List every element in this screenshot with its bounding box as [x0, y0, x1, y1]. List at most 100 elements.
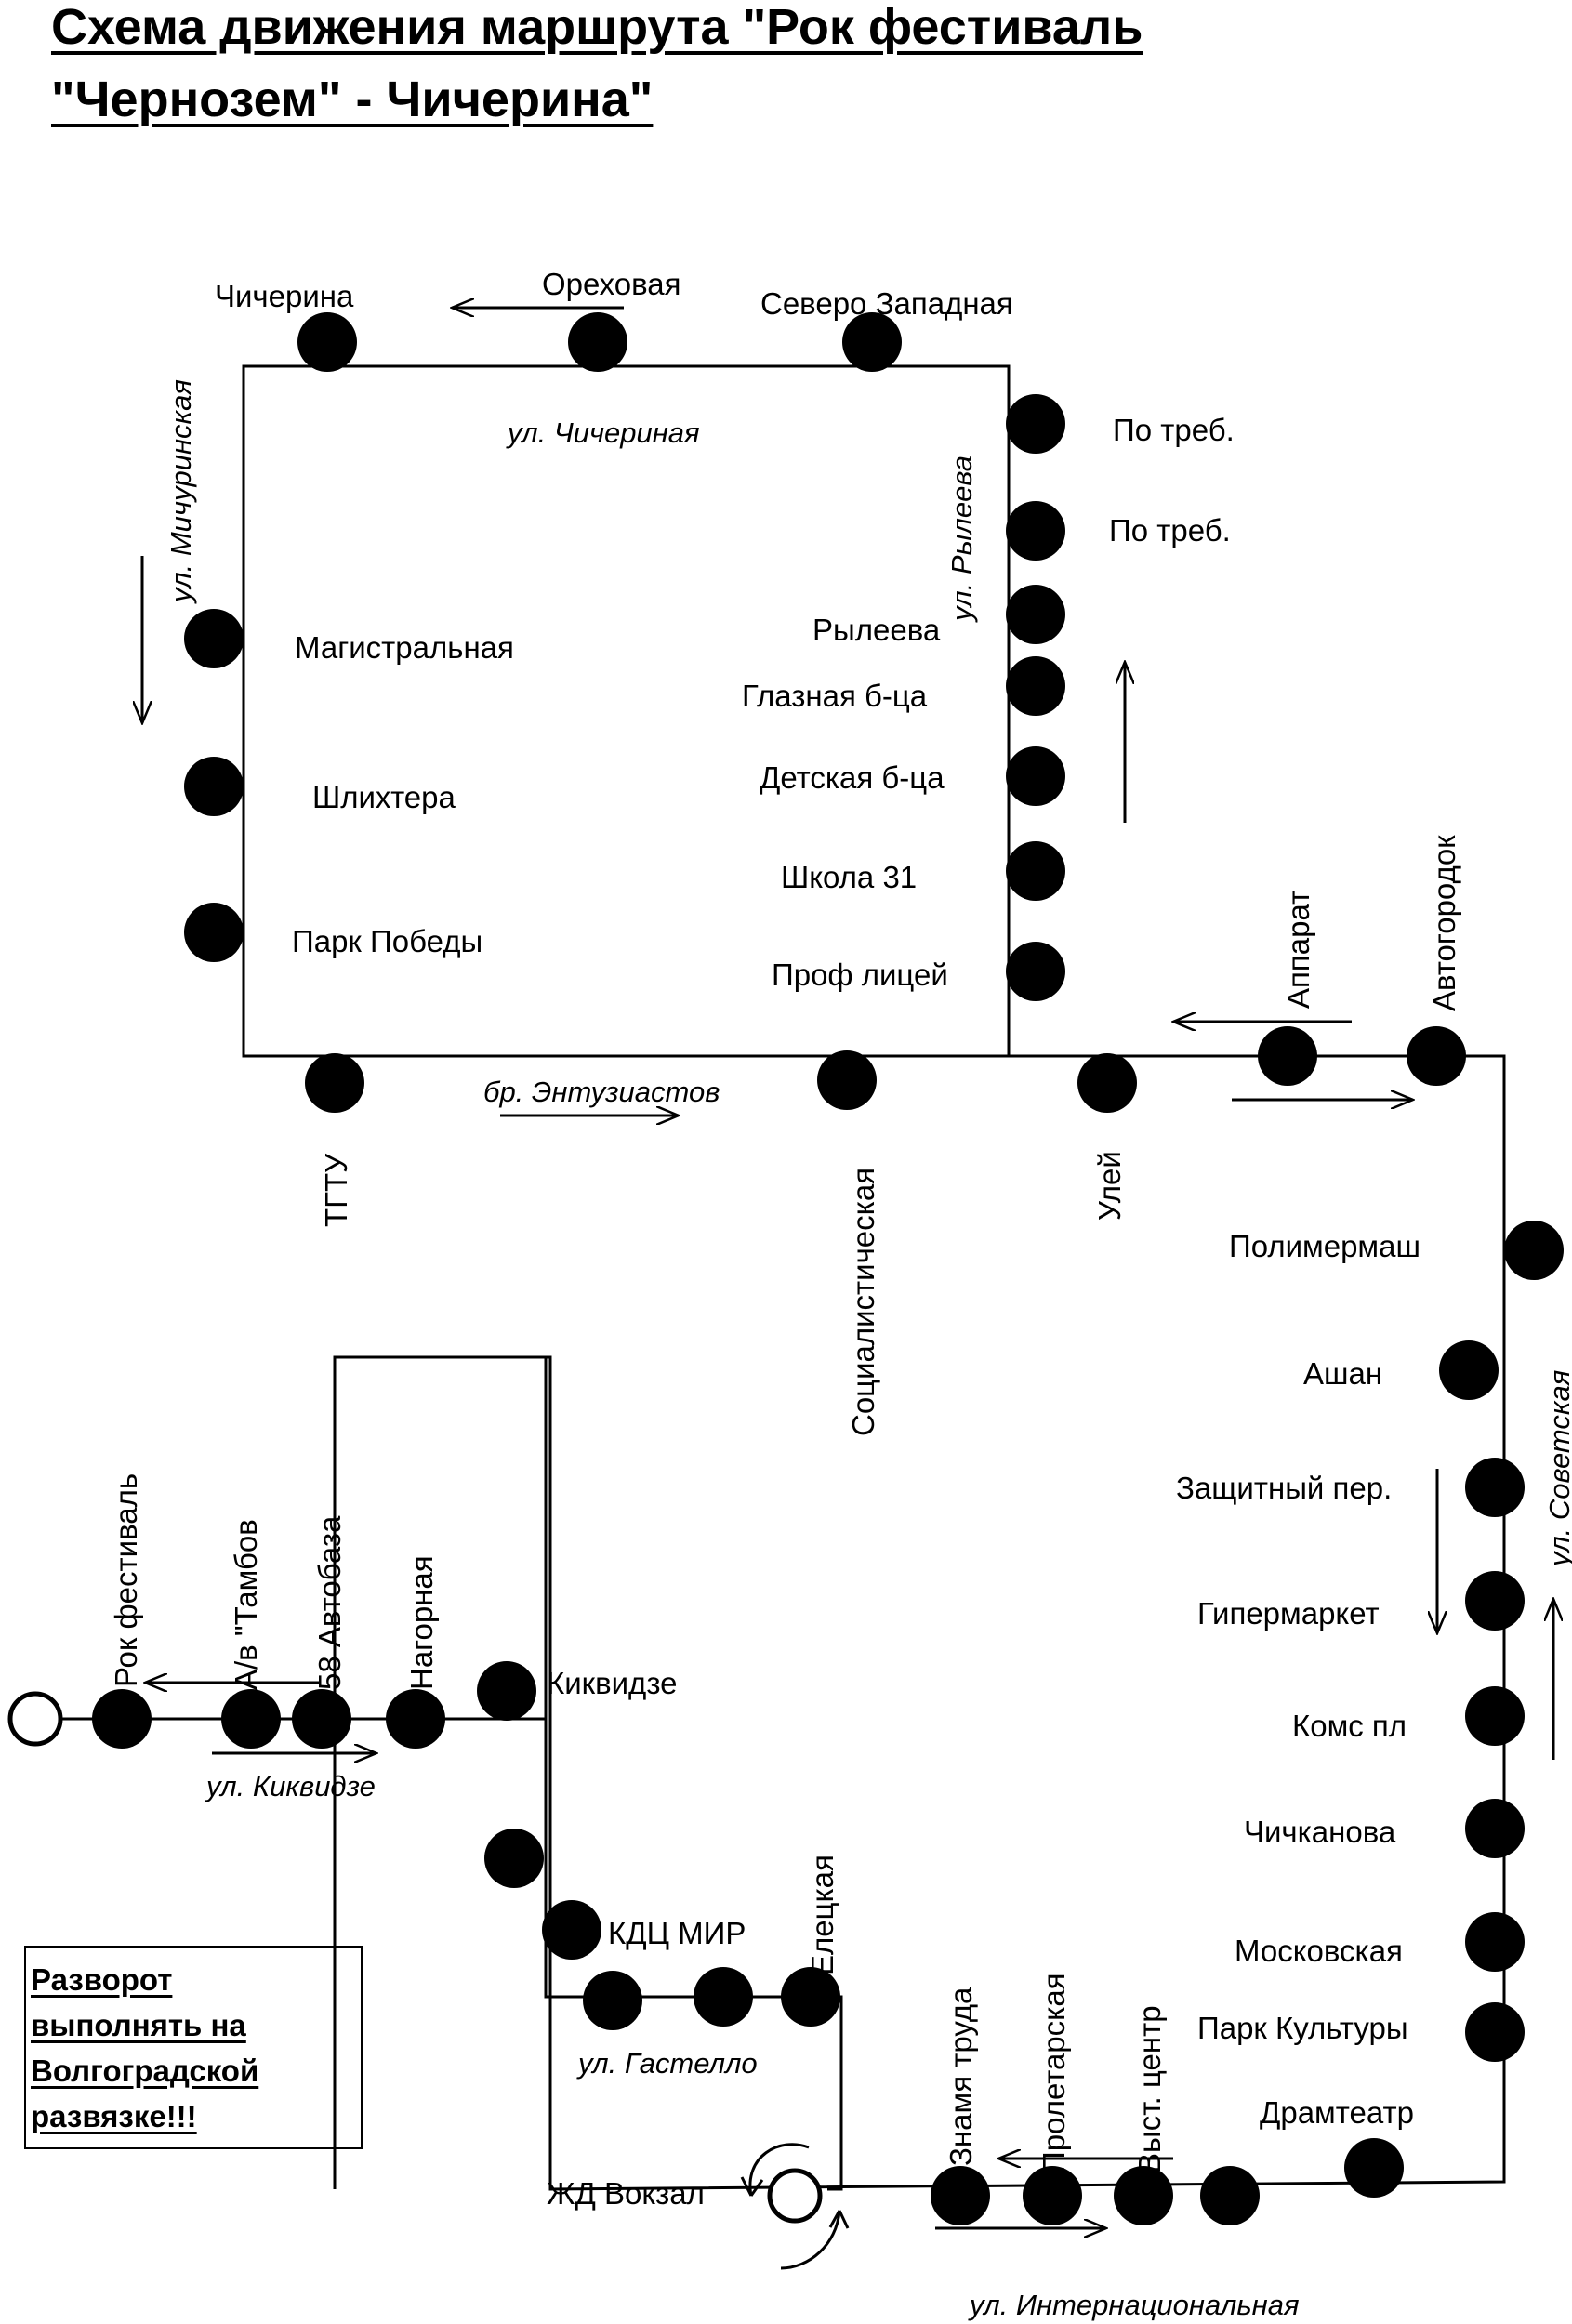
stop-label-eletskaya: Елецкая — [805, 1855, 839, 1975]
stop-label-av-tambov: А/в "Тамбов — [229, 1519, 263, 1690]
stop-dot-rok-festival — [92, 1689, 152, 1749]
stop-label-apparat: Аппарат — [1281, 891, 1315, 1009]
stop-label-magistralnaya: Магистральная — [295, 630, 514, 665]
terminal-vokzal-circle — [767, 2168, 823, 2224]
stop-label-kikvidze: Киквидзе — [547, 1666, 677, 1700]
street-label-ryleeva: ул. Рылеева — [945, 456, 978, 623]
stop-label-dramteatr: Драмтеатр — [1260, 2095, 1414, 2130]
stop-dot-proflitsey — [1006, 942, 1065, 1001]
note-line-2: выполнять на — [31, 2008, 246, 2042]
stop-dot-shlikhtera — [184, 757, 244, 816]
stop-dot-proletarskaya — [1023, 2166, 1082, 2225]
stop-label-detskaya: Детская б-ца — [760, 760, 945, 795]
stop-dot-detskaya — [1006, 746, 1065, 806]
stop-label-znamya-truda: Знамя труда — [944, 1987, 978, 2166]
stop-dot-ryleeva — [1006, 585, 1065, 644]
stop-dot-park-pobedy — [184, 903, 244, 962]
stop-label-tgtu: ТГТУ — [319, 1153, 353, 1227]
stop-dot-tgtu — [305, 1053, 364, 1113]
turnaround-arrow-top — [748, 2143, 810, 2197]
stop-label-zashchitny: Защитный пер. — [1176, 1471, 1392, 1505]
stop-dot-gipermarket — [1465, 1571, 1525, 1631]
stop-label-proletarskaya: Пролетарская — [1037, 1973, 1071, 2173]
street-label-entuziastov: бр. Энтузиастов — [483, 1076, 720, 1108]
street-label-chicherina: ул. Чичериная — [506, 416, 700, 449]
route-main-line — [333, 1054, 1506, 2191]
note-line-1: Разворот — [31, 1962, 173, 1997]
stop-dot-kikvidze-2 — [484, 1829, 544, 1888]
stop-label-orekhovaya: Ореховая — [542, 267, 681, 301]
stop-dot-glaznaya — [1006, 656, 1065, 716]
stop-dot-shkola-31 — [1006, 841, 1065, 901]
stop-dot-avtogorodok — [1407, 1026, 1466, 1086]
map-title-line-2: "Чернозем" - Чичерина" — [51, 72, 654, 127]
stop-label-park-kultury: Парк Культуры — [1197, 2011, 1408, 2045]
stop-label-polimermash: Полимермаш — [1229, 1229, 1420, 1263]
stop-dot-apparat — [1258, 1026, 1317, 1086]
stop-label-gipermarket: Гипермаркет — [1197, 1596, 1380, 1631]
stop-label-po-treb-2: По треб. — [1109, 513, 1231, 548]
stop-dot-sotsialisticheskaya — [817, 1050, 877, 1110]
stop-label-po-treb-1: По треб. — [1113, 413, 1235, 447]
street-label-internatsionalnaya: ул. Интернациональная — [968, 2289, 1300, 2321]
stop-dot-kikvidze — [477, 1661, 536, 1721]
terminal-start-circle — [7, 1691, 63, 1747]
turnaround-arrow-bottom — [780, 2210, 841, 2270]
u-turn-note: Разворот выполнять на Волгоградской разв… — [24, 1946, 363, 2149]
stop-label-proflitsey: Проф лицей — [772, 957, 948, 992]
stop-dot-chicherina — [297, 312, 357, 372]
stop-dot-zashchitny — [1465, 1458, 1525, 1517]
stop-label-moskovskaya: Московская — [1235, 1934, 1403, 1968]
stop-dot-unnamed — [1200, 2166, 1260, 2225]
street-label-gastello: ул. Гастелло — [576, 2047, 758, 2080]
stop-dot-po-treb-2 — [1006, 501, 1065, 561]
stop-label-kdts-mir: КДЦ МИР — [608, 1916, 746, 1950]
map-title-line-1: Схема движения маршрута "Рок фестиваль — [51, 0, 1143, 55]
stop-dot-chichkanova — [1465, 1799, 1525, 1858]
stop-label-shlikhtera: Шлихтера — [312, 780, 456, 814]
stop-label-ryleeva: Рылеева — [812, 613, 941, 647]
stop-dot-gastello-2 — [694, 1967, 753, 2027]
stop-dot-severo-zapadnaya — [842, 312, 902, 372]
stop-label-zhd-vokzal: ЖД Вокзал — [547, 2176, 705, 2211]
stop-dot-po-treb-1 — [1006, 394, 1065, 454]
stop-label-ashan: Ашан — [1303, 1356, 1382, 1391]
stop-dot-nagornaya — [386, 1689, 445, 1749]
stop-dot-ashan — [1439, 1340, 1499, 1400]
stop-dot-eletskaya — [781, 1967, 840, 2027]
stop-label-sotsialisticheskaya: Социалистическая — [846, 1168, 880, 1436]
street-label-kikvidze: ул. Киквидзе — [205, 1770, 376, 1802]
street-label-michurinskaya: ул. Мичуринская — [165, 379, 197, 604]
stop-dot-kdts-mir — [542, 1900, 601, 1960]
stop-label-nagornaya: Нагорная — [404, 1555, 439, 1690]
stop-label-koms-pl: Комс пл — [1292, 1709, 1407, 1743]
stop-dot-uley — [1077, 1053, 1137, 1113]
street-label-sovetskaya: ул. Советская — [1543, 1370, 1572, 1568]
stop-dot-koms-pl — [1465, 1686, 1525, 1746]
stop-label-avtobaza-58: 58 Автобаза — [312, 1515, 347, 1690]
stop-label-shkola-31: Школа 31 — [781, 860, 917, 894]
stop-label-chichkanova: Чичканова — [1244, 1815, 1396, 1849]
note-line-3: Волгоградской — [31, 2053, 259, 2088]
stop-dot-magistralnaya — [184, 609, 244, 668]
stop-label-severo-zapadnaya: Северо Западная — [760, 286, 1013, 321]
stop-dot-dramteatr — [1344, 2138, 1404, 2198]
stop-label-vyst-tsentr: Выст. центр — [1132, 2005, 1167, 2173]
stop-dot-orekhovaya — [568, 312, 627, 372]
stop-dot-vyst-tsentr — [1114, 2166, 1173, 2225]
stop-label-avtogorodok: Автогородок — [1427, 835, 1461, 1011]
stop-dot-polimermash — [1504, 1221, 1564, 1280]
stop-dot-moskovskaya — [1465, 1912, 1525, 1972]
stop-dot-gastello-1 — [583, 1971, 642, 2030]
stop-dot-znamya-truda — [931, 2166, 990, 2225]
note-line-4: развязке!!! — [31, 2099, 197, 2133]
stop-label-rok-festival: Рок фестиваль — [109, 1473, 143, 1687]
stop-dot-park-kultury — [1465, 2002, 1525, 2062]
stop-label-park-pobedy: Парк Победы — [292, 924, 482, 958]
stop-label-chicherina: Чичерина — [215, 279, 354, 313]
stop-label-uley: Улей — [1092, 1151, 1127, 1221]
stop-dot-avtobaza-58 — [292, 1689, 351, 1749]
stop-label-glaznaya: Глазная б-ца — [742, 679, 928, 713]
stop-dot-av-tambov — [221, 1689, 281, 1749]
